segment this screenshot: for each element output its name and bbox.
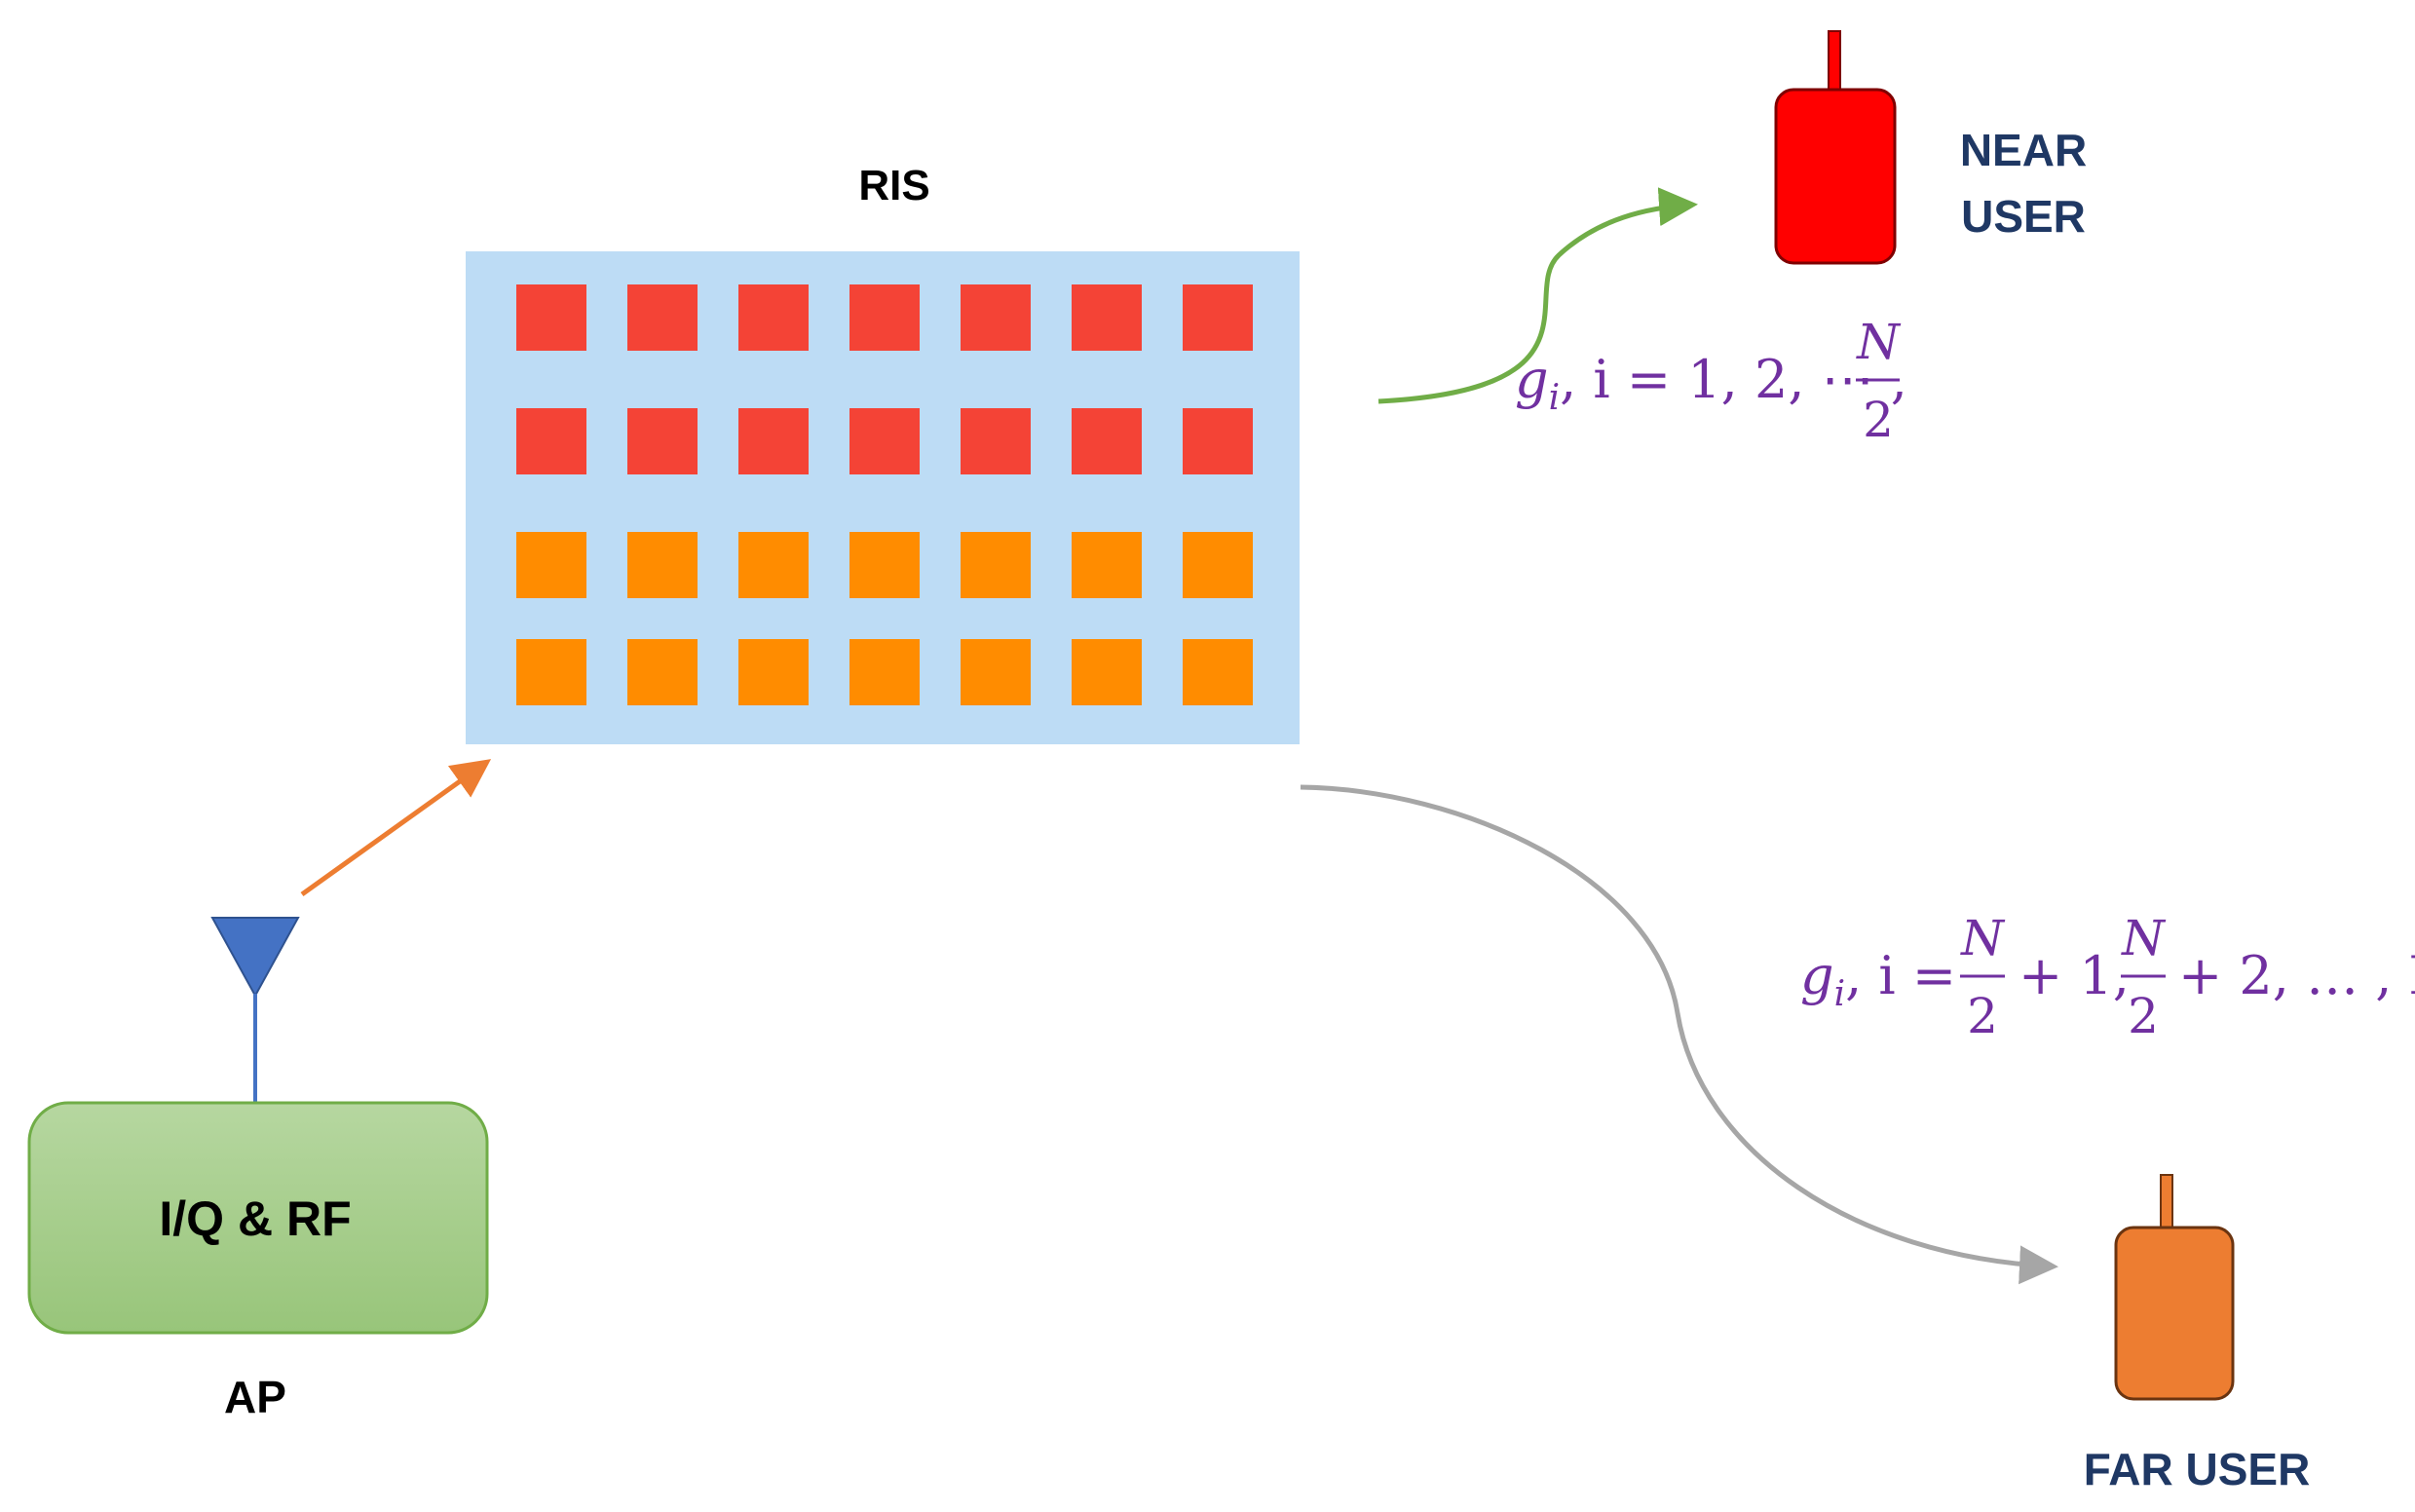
ris-element [1072,532,1142,598]
far-formula-plus1: + 1, [2019,945,2130,1006]
ris-element [1183,408,1253,474]
far-formula-plus2: + 2, … , N [2178,945,2415,1006]
ris-label: RIS [858,162,929,209]
far-formula-frac2-den: 2 [2128,988,2159,1044]
antenna-icon [210,917,300,999]
far-formula-g: g [1800,945,1834,1006]
far-user-label: FAR USER [2084,1444,2311,1494]
far-user-device [2114,1174,2235,1401]
near-user-channel-formula: gi, i = 1, 2, ⋯ , N 2 [1515,314,1907,448]
near-formula-g: g [1515,349,1549,410]
iq-rf-box [27,1101,489,1335]
svg-text:gi, i = 1, 2, ⋯ ,: gi, i = 1, 2, ⋯ , [1515,349,1907,418]
far-formula-frac1-den: 2 [1967,988,1998,1044]
ris-to-near-user-arrow [1377,187,1698,404]
ris-element [849,532,920,598]
ris-element [516,284,586,351]
near-formula-frac-den: 2 [1863,392,1894,448]
ris-element [961,532,1031,598]
ap-label: AP [224,1372,286,1422]
near-user-label-line2: USER [1961,191,2086,242]
ris-element [516,639,586,705]
far-formula-mid: , i = [1845,945,1956,1006]
far-formula-frac2-num: N [2121,910,2167,966]
near-formula-mid: , i = 1, 2, ⋯ , [1560,349,1907,410]
ris-element [738,408,809,474]
ris-element [516,408,586,474]
far-user-channel-formula: gi, i = N 2 + 1, N 2 + 2, … , N [1800,910,2415,1044]
ris-element [961,408,1031,474]
far-user-body [2114,1226,2235,1401]
ris-element [516,532,586,598]
ris-element [1183,532,1253,598]
ris-element [738,532,809,598]
ris-element [961,284,1031,351]
near-formula-frac-num: N [1856,314,1902,370]
ris-element [1072,284,1142,351]
far-formula-frac1-num: N [1960,910,2006,966]
ris-element [627,284,698,351]
ris-element [627,639,698,705]
ris-element [627,532,698,598]
ap-antenna [210,917,300,1105]
ris-element-grid [516,284,1253,705]
near-formula-sub: i [1549,378,1561,418]
near-user-device [1774,30,1897,265]
near-user-body [1774,88,1897,265]
near-user-antenna [1828,30,1841,94]
ris-to-far-user-arrow [1300,784,2058,1285]
ris-element [961,639,1031,705]
ris-element [627,408,698,474]
ris-element [1183,284,1253,351]
near-user-label-line1: NEAR [1960,125,2087,175]
ris-element [738,284,809,351]
ris-element [1183,639,1253,705]
ap-to-ris-arrow [300,759,492,897]
ris-element [849,284,920,351]
svg-text:gi, i =: gi, i = [1800,945,1956,1014]
ris-element [849,408,920,474]
far-formula-sub: i [1834,974,1846,1014]
ris-element [1072,408,1142,474]
iq-rf-label: I/Q & RF [159,1191,351,1246]
ris-element [738,639,809,705]
ris-element [849,639,920,705]
ris-element [1072,639,1142,705]
